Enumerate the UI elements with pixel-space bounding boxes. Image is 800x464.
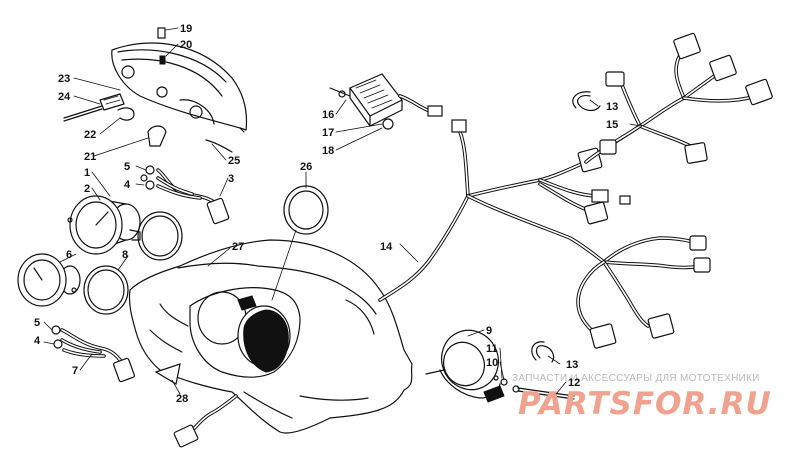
tail-light-assembly	[425, 329, 505, 403]
warning-decal	[154, 363, 181, 385]
gauge-bezel-ring-upper	[137, 211, 183, 261]
callout-8: 8	[122, 249, 128, 261]
panel-pigtail	[173, 394, 238, 448]
callout-20: 20	[180, 39, 192, 51]
callout-21: 21	[84, 151, 96, 163]
callout-22: 22	[84, 129, 96, 141]
callout-7: 7	[72, 365, 78, 377]
callout-27: 27	[232, 241, 244, 253]
callout-13-lower: 13	[566, 359, 578, 371]
callout-12: 12	[568, 377, 580, 389]
gauge-bezel-ring-lower	[83, 265, 129, 315]
callout-24: 24	[58, 91, 71, 103]
callout-13-upper: 13	[606, 101, 618, 113]
upper-wiring-harness	[599, 32, 773, 164]
callout-28: 28	[176, 393, 188, 405]
callout-19: 19	[180, 23, 192, 35]
callout-1: 1	[84, 167, 90, 179]
callout-18: 18	[322, 145, 334, 157]
watermark-brand: PARTSFOR.RU	[518, 386, 772, 422]
callout-labels: 19 20 23 24 22 21 25 26 1 2 5 4 3 6 8 27…	[34, 23, 618, 405]
tail-light-hardware	[493, 341, 575, 400]
callout-5-lower: 5	[34, 317, 40, 329]
callout-16: 16	[322, 109, 334, 121]
callout-2: 2	[84, 183, 90, 195]
callout-3: 3	[228, 173, 234, 185]
callout-23: 23	[58, 73, 70, 85]
speedometer-gauge	[67, 195, 141, 255]
callout-6: 6	[66, 249, 72, 261]
callout-4-upper: 4	[124, 179, 131, 191]
tachometer-harness	[51, 325, 135, 383]
callout-11: 11	[486, 343, 498, 355]
callout-5-upper: 5	[124, 161, 130, 173]
lower-wiring-harness	[576, 235, 711, 349]
callout-26: 26	[300, 161, 312, 173]
callout-14: 14	[380, 241, 393, 253]
callout-4-lower: 4	[34, 335, 41, 347]
callout-10: 10	[486, 357, 498, 369]
callout-15: 15	[606, 119, 618, 131]
instrument-panel	[128, 239, 413, 434]
headlight-housing	[111, 27, 248, 133]
speedometer-harness	[140, 165, 230, 225]
callout-leaders	[43, 27, 641, 395]
callout-25: 25	[228, 155, 240, 167]
callout-17: 17	[322, 127, 334, 139]
watermark-subtitle: ЗАПЧАСТИ И АКСЕССУАРЫ ДЛЯ МОТОТЕХНИКИ	[512, 373, 760, 384]
retaining-ring-upper	[572, 91, 601, 112]
headlight-bulb-socket	[63, 93, 233, 153]
watermark: ЗАПЧАСТИ И АКСЕССУАРЫ ДЛЯ МОТОТЕХНИКИ PA…	[512, 373, 772, 422]
tachometer-gauge	[17, 253, 81, 307]
callout-9: 9	[486, 325, 492, 337]
gauge-lens	[283, 185, 329, 235]
voltage-regulator	[329, 73, 443, 130]
